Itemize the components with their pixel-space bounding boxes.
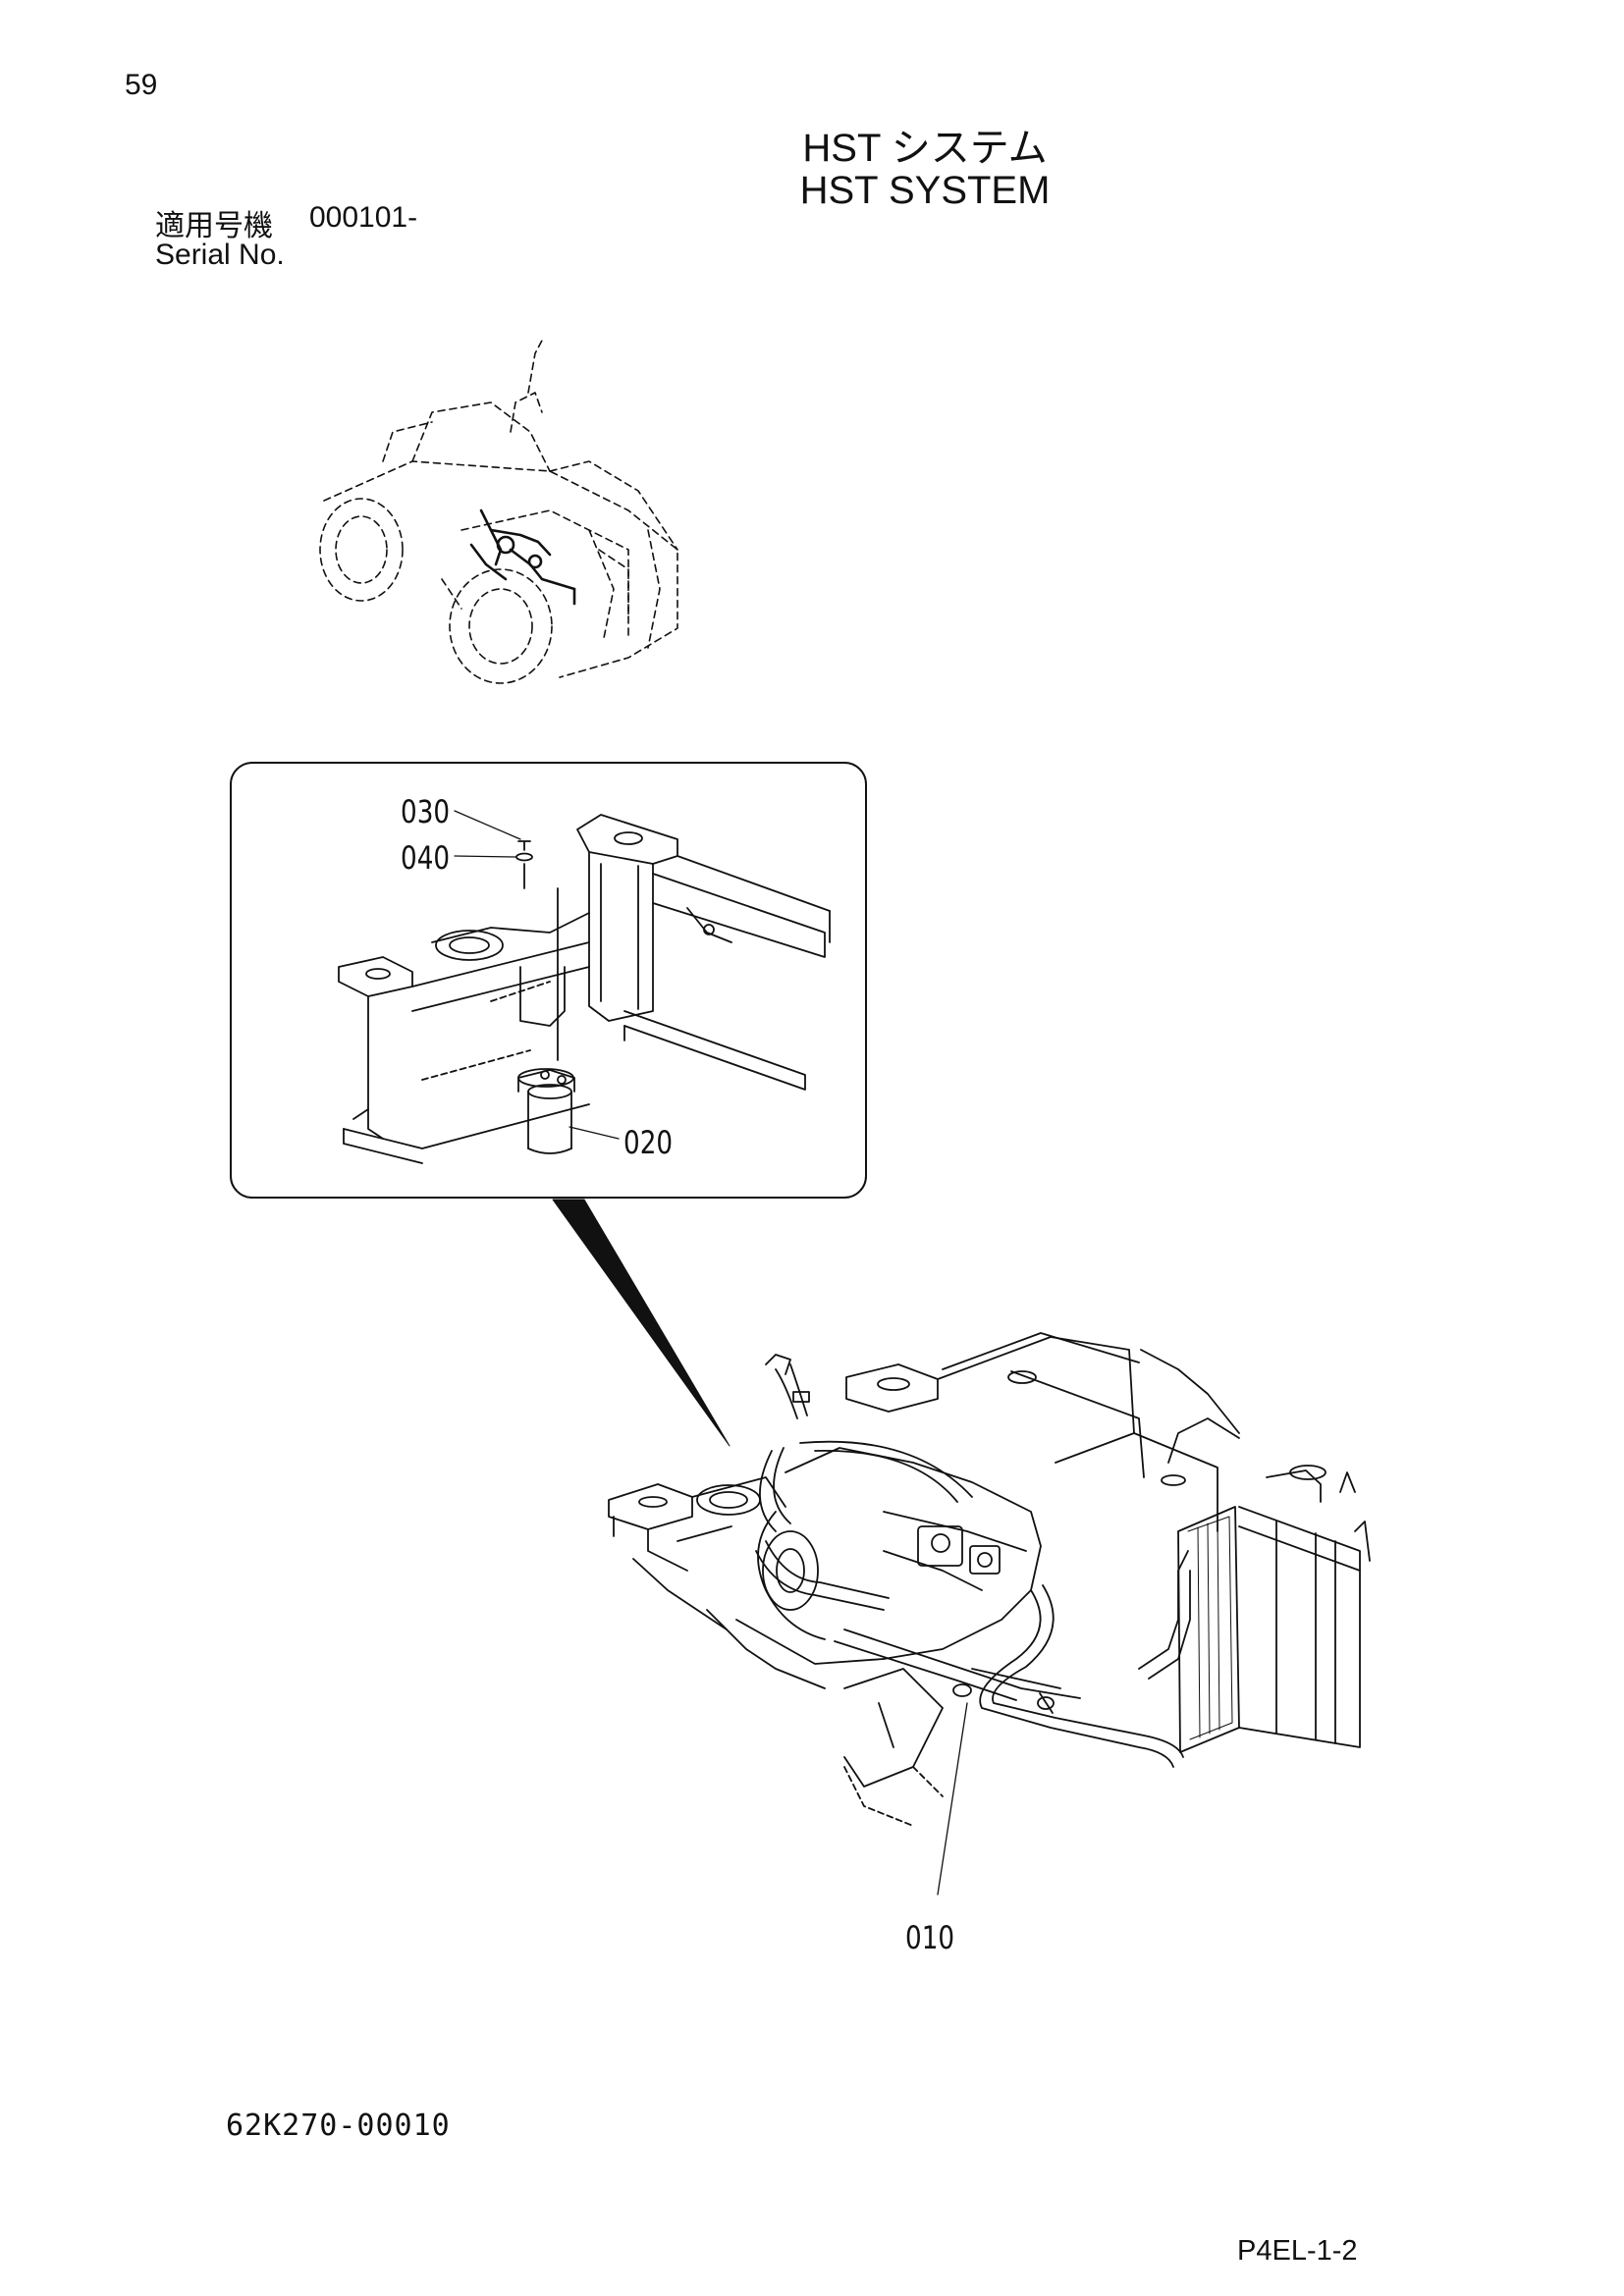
main-leader <box>937 1702 968 1896</box>
callout-030: 030 <box>401 793 451 830</box>
page-number: 59 <box>125 69 158 101</box>
serial-number-value: 000101- <box>309 201 418 234</box>
detail-pointer <box>552 1199 731 1447</box>
machine-overview-highlight <box>469 508 576 606</box>
callout-010: 010 <box>905 1919 955 1956</box>
title-english: HST SYSTEM <box>799 169 1051 212</box>
detail-box <box>230 762 867 1199</box>
main-assembly-drawing <box>608 1332 1371 1827</box>
serial-label-japanese: 適用号機 <box>155 210 273 242</box>
serial-label-english: Serial No. <box>155 239 285 271</box>
part-code: 62K270-00010 <box>226 2109 451 2143</box>
callout-020: 020 <box>623 1124 674 1161</box>
detail-leaders <box>454 810 620 1140</box>
callout-040: 040 <box>401 839 451 877</box>
machine-overview-drawing <box>319 338 678 684</box>
detail-frame-drawing <box>338 814 831 1164</box>
page-code: P4EL-1-2 <box>1237 2235 1358 2267</box>
title-japanese: HST システム <box>802 127 1048 170</box>
